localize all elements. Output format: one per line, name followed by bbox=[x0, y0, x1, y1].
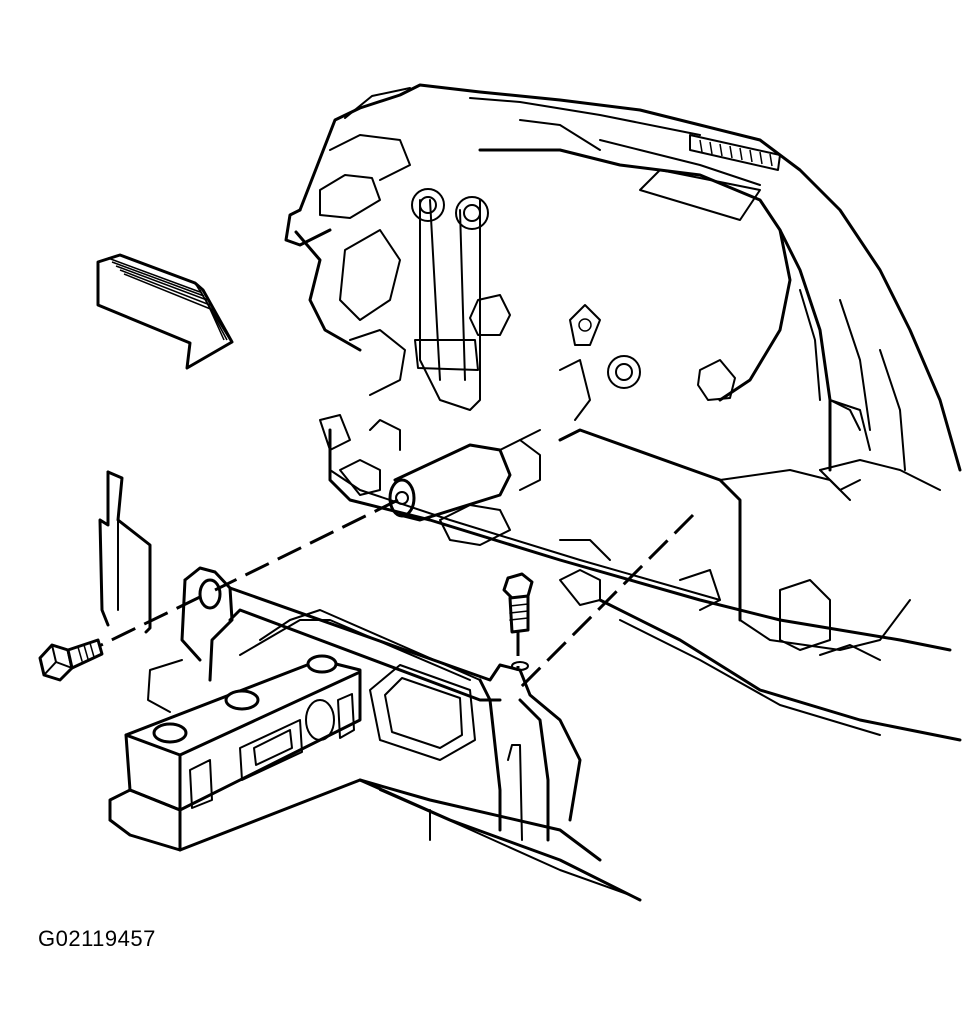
transmission-housing bbox=[284, 83, 962, 742]
bolt-icon bbox=[38, 638, 104, 682]
crossmember-bracket bbox=[108, 566, 642, 902]
arrow-forward-icon bbox=[96, 253, 234, 370]
mount-shim bbox=[98, 470, 152, 634]
figure-id-label: G02119457 bbox=[38, 926, 156, 951]
